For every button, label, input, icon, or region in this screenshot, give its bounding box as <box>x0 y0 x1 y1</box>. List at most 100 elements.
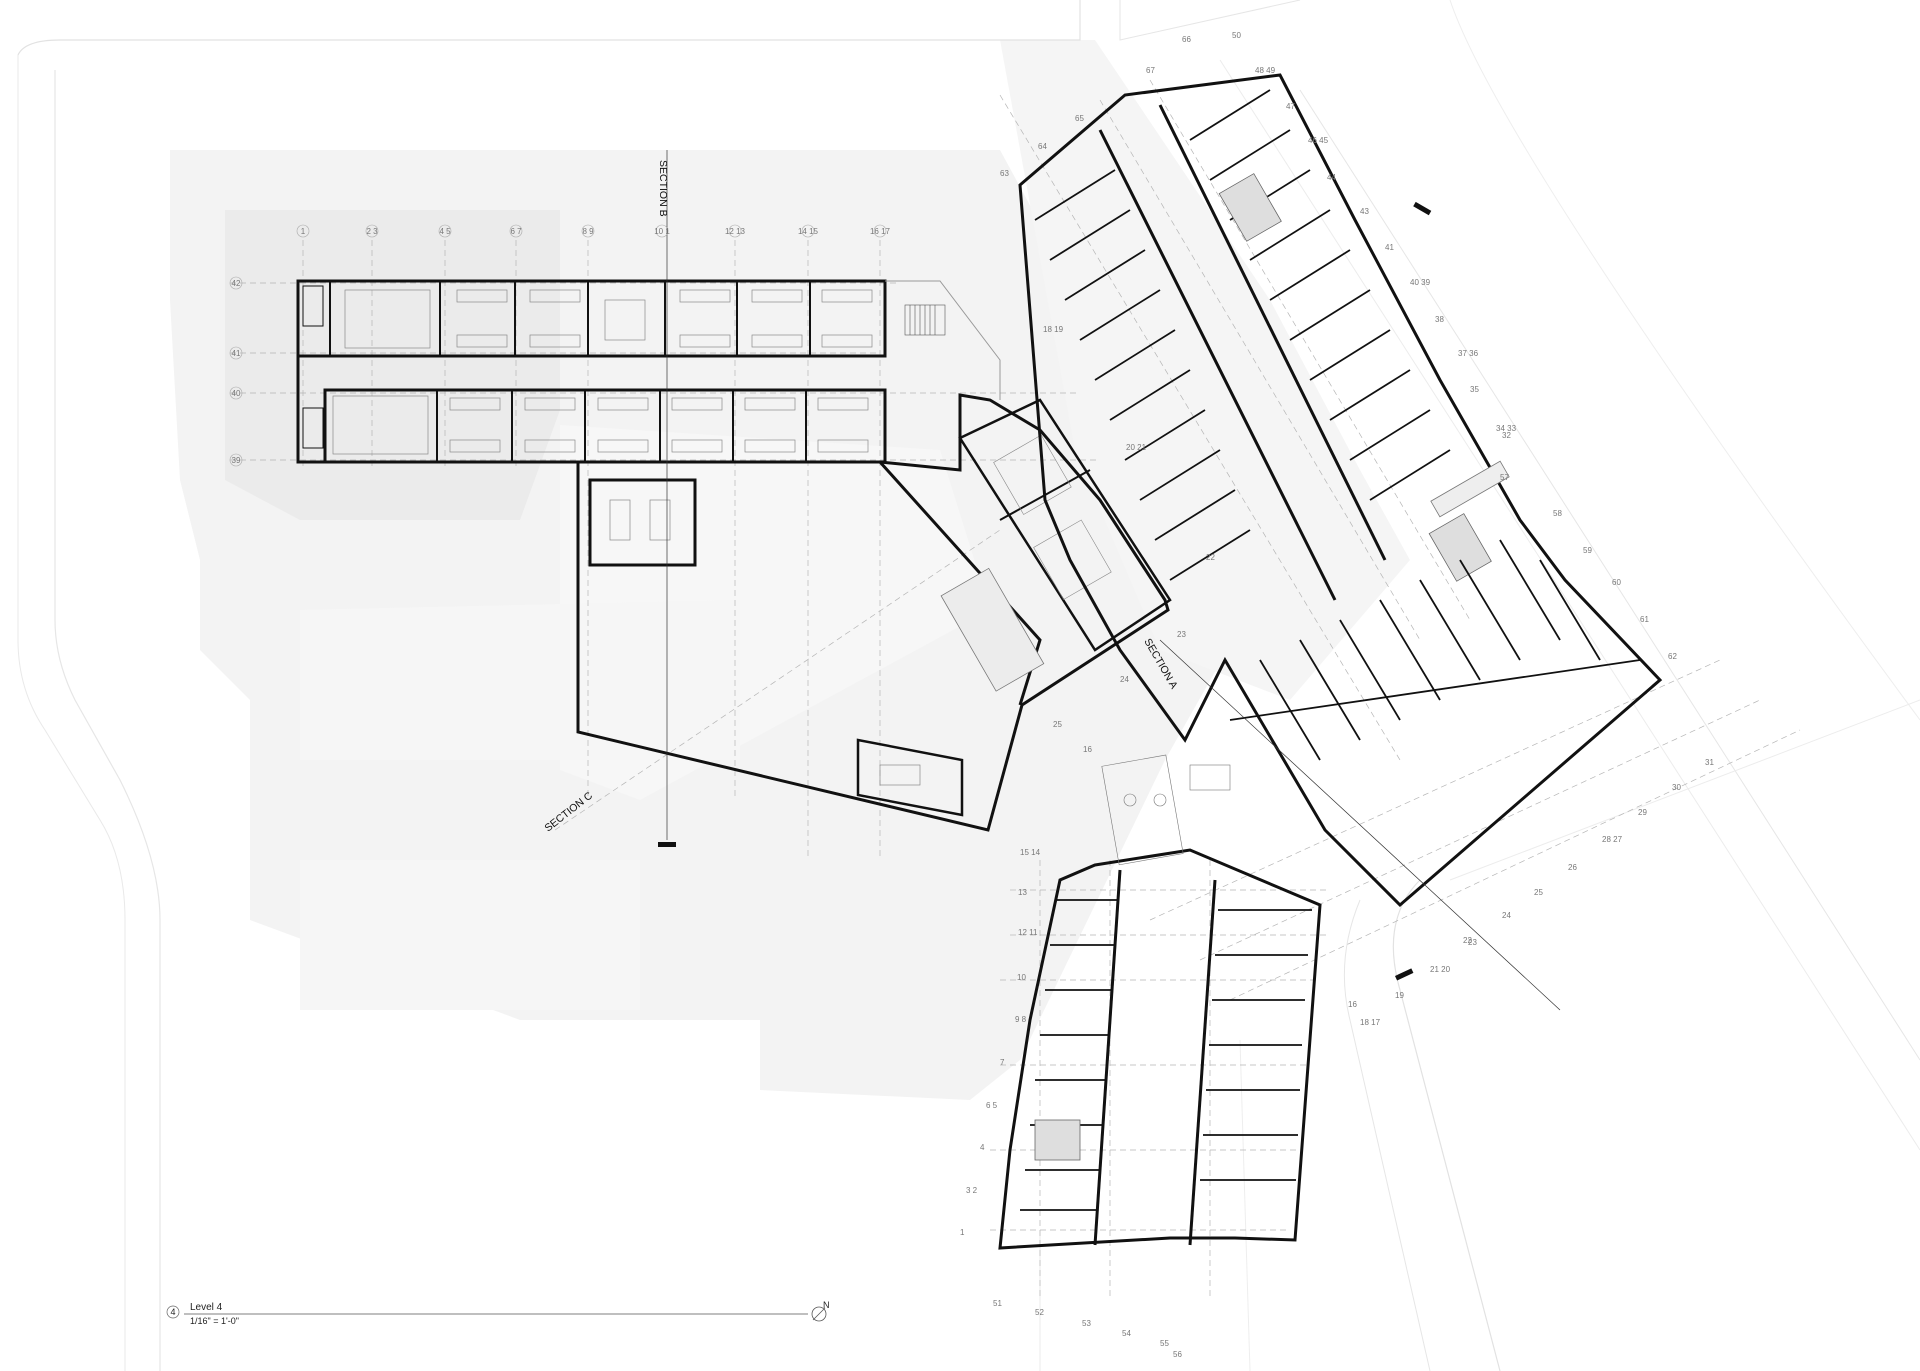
svg-text:2 3: 2 3 <box>366 227 378 236</box>
grid-label: 25 <box>1534 888 1543 897</box>
south-wing <box>998 754 1322 1250</box>
north-arrow-icon <box>811 1306 827 1322</box>
grid-bubble: 10 1 <box>654 224 670 238</box>
svg-text:14 15: 14 15 <box>798 227 819 236</box>
grid-bubble: 6 7 <box>509 224 523 238</box>
west-stair <box>904 304 946 336</box>
grid-label: 51 <box>993 1299 1002 1308</box>
grid-label: 52 <box>1035 1308 1044 1317</box>
svg-text:16 17: 16 17 <box>870 227 891 236</box>
grid-label: 28 27 <box>1602 835 1623 844</box>
grid-label: 62 <box>1668 652 1677 661</box>
grid-label: 35 <box>1470 385 1479 394</box>
grid-bubble: 8 9 <box>581 224 595 238</box>
grid-label: 6 5 <box>986 1101 998 1110</box>
grid-label: 37 36 <box>1458 349 1479 358</box>
section-lines <box>666 150 1561 1011</box>
grid-bubble: 41 <box>229 346 243 360</box>
east-wing-rooms <box>1034 89 1451 581</box>
grid-label: 23 <box>1468 938 1477 947</box>
grid-label: 9 8 <box>1015 1015 1027 1024</box>
grid-label: 38 <box>1435 315 1444 324</box>
furniture-desks <box>332 289 873 455</box>
grid-label: 44 <box>1327 173 1336 182</box>
site-context <box>17 0 1920 1371</box>
section-b-end-mark <box>658 842 676 847</box>
grid-label: 1 <box>960 1228 965 1237</box>
grid-label: 50 <box>1232 31 1241 40</box>
grid-label: 46 45 <box>1308 136 1329 145</box>
grid-label: 25 <box>1053 720 1062 729</box>
grid-label: 32 <box>1502 431 1511 440</box>
view-number: 4 <box>170 1307 175 1317</box>
grid-label: 18 19 <box>1043 325 1064 334</box>
grid-label: 23 <box>1177 630 1186 639</box>
grid-label: 54 <box>1122 1329 1131 1338</box>
grid-label: 7 <box>1000 1058 1005 1067</box>
view-title: Level 4 <box>190 1302 223 1313</box>
grid-label: 41 <box>1385 243 1394 252</box>
grid-label: 55 <box>1160 1339 1169 1348</box>
section-a-south-mark <box>1394 968 1414 981</box>
grid-label: 16 <box>1083 745 1092 754</box>
svg-text:42: 42 <box>232 279 241 288</box>
grid-label: 30 <box>1672 783 1681 792</box>
grid-label: 16 <box>1348 1000 1357 1009</box>
svg-text:41: 41 <box>232 349 241 358</box>
grid-label: 15 14 <box>1020 848 1041 857</box>
svg-text:40: 40 <box>232 389 241 398</box>
grid-label: 40 39 <box>1410 278 1431 287</box>
grid-label: 18 17 <box>1360 1018 1381 1027</box>
grid-label: 64 <box>1038 142 1047 151</box>
view-scale: 1/16" = 1'-0" <box>190 1316 239 1326</box>
grid-label: 13 <box>1018 888 1027 897</box>
grid-bubble: 1 <box>296 224 310 238</box>
grid-bubble: 4 5 <box>438 224 452 238</box>
central-courtyard <box>576 393 1172 832</box>
grid-label: 24 <box>1120 675 1129 684</box>
grid-label: 63 <box>1000 169 1009 178</box>
grid-label: 19 <box>1395 991 1404 1000</box>
svg-text:39: 39 <box>232 456 241 465</box>
grid-label: 61 <box>1640 615 1649 624</box>
grid-label: 65 <box>1075 114 1084 123</box>
section-a-north-mark <box>1413 201 1432 216</box>
south-wing-lounge <box>1101 754 1231 866</box>
grid-label: 10 <box>1017 973 1026 982</box>
north-label: N <box>823 1300 830 1310</box>
east-wing <box>1018 73 1663 908</box>
grid-label: 53 <box>1082 1319 1091 1328</box>
grid-label: 59 <box>1583 546 1592 555</box>
grid-label: 31 <box>1705 758 1714 767</box>
svg-text:4 5: 4 5 <box>439 227 451 236</box>
grid-label: 4 <box>980 1143 985 1152</box>
grid-label: 29 <box>1638 808 1647 817</box>
gridline-bubbles: 1 2 3 4 5 6 7 8 9 10 1 12 13 14 15 <box>229 224 891 467</box>
grid-label: 43 <box>1360 207 1369 216</box>
svg-text:8 9: 8 9 <box>582 227 594 236</box>
grid-label: 66 <box>1182 35 1191 44</box>
grid-label: 21 20 <box>1430 965 1451 974</box>
grid-label: 48 49 <box>1255 66 1276 75</box>
view-number-bubble <box>166 1305 180 1319</box>
svg-text:10 1: 10 1 <box>654 227 670 236</box>
svg-text:1: 1 <box>301 227 306 236</box>
grid-label: 47 <box>1286 102 1295 111</box>
grid-label: 12 11 <box>1018 928 1038 937</box>
grid-label: 58 <box>1553 509 1562 518</box>
svg-text:6 7: 6 7 <box>510 227 522 236</box>
grid-label: 22 <box>1463 936 1472 945</box>
grid-bubble: 2 3 <box>365 224 379 238</box>
grid-label: 26 <box>1568 863 1577 872</box>
gridline-labels: 66 50 67 48 49 65 47 64 46 45 63 44 43 4… <box>960 31 1714 1359</box>
grid-label: 3 2 <box>966 1186 978 1195</box>
grid-bubble: 39 <box>229 453 243 467</box>
grid-bubble: 14 15 <box>798 224 819 238</box>
grid-label: 57 <box>1500 473 1509 482</box>
grid-bubble: 42 <box>229 276 243 290</box>
grid-label: 24 <box>1502 911 1511 920</box>
grid-bubble: 16 17 <box>870 224 891 238</box>
grid-label: 56 <box>1173 1350 1182 1359</box>
grid-label: 20 21 <box>1126 443 1147 452</box>
